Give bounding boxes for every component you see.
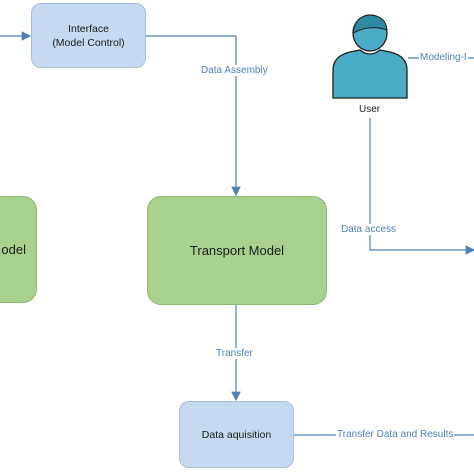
left-model-label: odel [1,242,26,257]
interface-label-line1: Interface [68,22,109,35]
interface-node: Interface (Model Control) [31,3,146,68]
edge-label-modeling: Modeling-I [419,52,468,63]
transport-model-node: Transport Model [147,196,327,305]
left-model-node: odel [0,196,37,303]
connector-interface-to-transport [146,35,241,197]
edge-label-data-access: Data access [340,224,398,235]
data-acquisition-node: Data aquisition [179,401,294,468]
edge-label-transfer: Transfer [215,348,254,359]
edge-label-data-assembly: Data Assembly [200,65,269,76]
connector-user-data-access [369,118,474,255]
user-icon [332,14,408,99]
transport-model-label: Transport Model [189,243,285,258]
edge-label-transfer-results: Transfer Data and Results [336,429,455,440]
user-label: User [359,104,381,115]
data-acquisition-label: Data aquisition [201,428,272,441]
interface-label-line2: (Model Control) [52,36,125,49]
